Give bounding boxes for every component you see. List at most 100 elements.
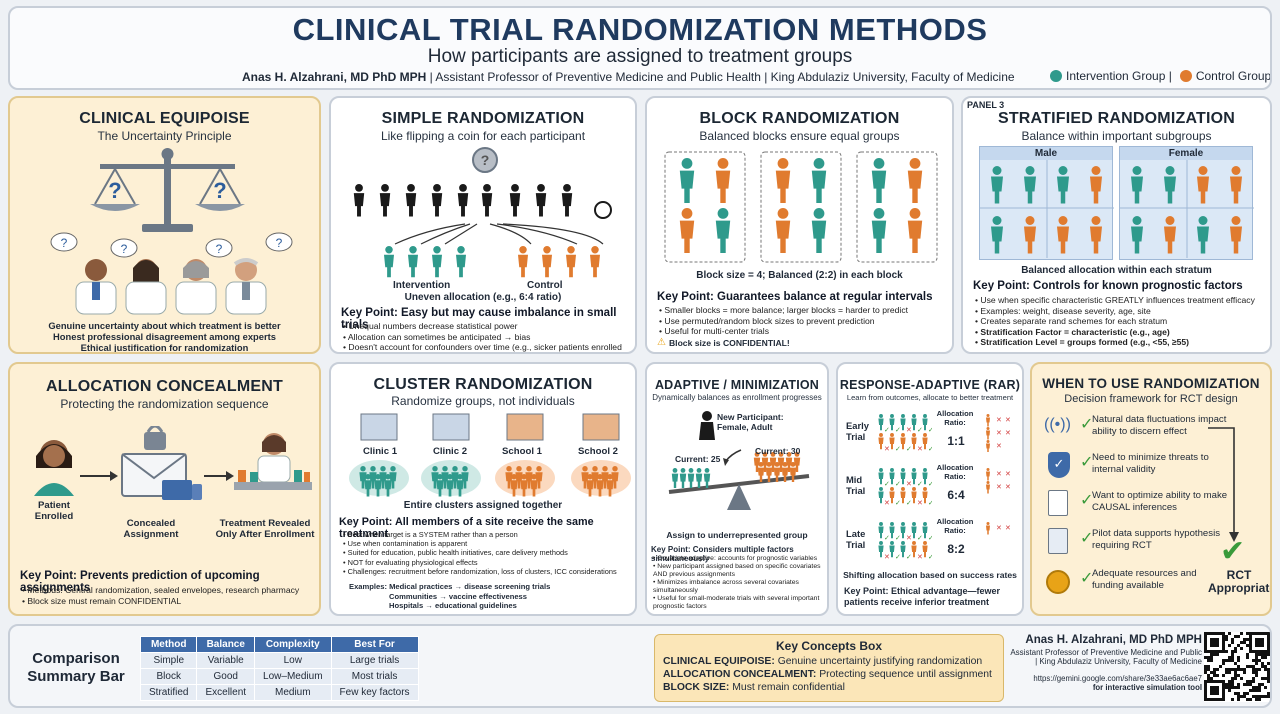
cross-icon: ✕ [1005,525,1011,532]
person-icon [457,184,469,217]
school-building-icon [506,413,544,441]
footer-affiliation-1: Assistant Professor of Preventive Medici… [1010,648,1202,657]
rar-stage-outcomes: ✕✕✕✕✕ [986,414,1011,452]
person-icon [911,433,917,450]
person-icon [781,462,789,482]
concealment-bullets: Methods: Central randomization, sealed e… [22,585,299,606]
person-icon [922,433,928,450]
check-icon: ✓ [906,446,912,452]
person-icon [900,468,906,485]
person-icon [679,158,695,203]
male-label: Male [980,147,1112,160]
cluster-bullet: Best when target is a SYSTEM rather than… [343,530,617,539]
concealment-flow-illustration [34,426,312,500]
stratified-balanced-label: Balanced allocation within each stratum [1021,265,1212,276]
when-item: ✓ Want to optimize ability to make CAUSA… [1044,490,1234,520]
person-icon [364,474,372,497]
person-icon [1230,166,1242,204]
cross-icon: ✕ [1005,417,1011,424]
rct-appropriate-label: RCT Appropriate [1208,568,1272,595]
cross-icon: ✕ [1005,471,1011,478]
check-icon: ✓ [1080,570,1094,587]
table-cell: Low–Medium [254,668,332,685]
rct-check-icon: ✔ [1220,535,1246,568]
cross-icon: ✕ [996,417,1002,424]
when-item: ✓ ✓ Need to minimize threats to internal… [1044,452,1234,482]
person-icon [991,216,1003,254]
cluster-site-label: School 2 [578,446,618,457]
check-icon: ✓ [928,427,932,434]
person-icon [907,208,923,253]
equipoise-panel: CLINICAL EQUIPOISE The Uncertainty Princ… [8,96,321,354]
cluster-bullet: Challenges: recruitment before randomiza… [343,567,617,576]
comparison-header-row: Method Balance Complexity Best For [139,636,419,653]
cross-icon: ✕ [996,525,1002,532]
group-legend: Intervention Group | Control Group [1050,69,1270,83]
person-icon [911,468,917,485]
person-icon [785,452,793,472]
concept-def: Must remain confidential [729,682,845,693]
simple-bullets: Unequal numbers decrease statistical pow… [343,321,635,352]
person-icon [911,414,917,431]
person-icon [542,246,552,278]
person-icon [986,427,990,440]
equipoise-line-3: Ethical justification for randomization [80,342,249,353]
table-cell: Most trials [330,668,419,685]
document-chart-icon [1048,490,1068,516]
person-icon [900,414,906,431]
check-icon: ✓ [928,481,932,488]
person-icon [581,466,589,489]
person-icon [535,184,547,217]
table-cell: Medium [254,684,332,701]
person-icon [889,414,895,431]
block-groups-illustration [664,151,938,263]
adaptive-bullet: Covariate adaptive: accounts for prognos… [653,555,823,563]
cluster-assigned-label: Entire clusters assigned together [403,500,563,511]
simple-bullet: Unequal numbers decrease statistical pow… [343,321,635,332]
person-icon [991,166,1003,204]
footer-url[interactable]: https://gemini.google.com/share/3e33ae6a… [1033,674,1202,683]
doctors-icon: ? ? ? ? [50,232,293,315]
cross-icon: ✕ [884,500,890,506]
person-icon [811,158,827,203]
person-icon [1197,216,1209,254]
seesaw-illustration [668,411,810,510]
person-icon [703,468,711,488]
stratified-subtitle: Balance within important subgroups [1021,129,1212,143]
treatment-revealed-label: Treatment Revealed Only After Enrollment [215,518,315,540]
person-icon [687,468,695,488]
equipoise-subtitle: The Uncertainty Principle [97,129,232,143]
coin-flip-illustration: ? [353,147,612,278]
check-icon: ✓ [1080,492,1094,509]
stratified-bullet: Use when specific characteristic GREATLY… [975,295,1254,306]
adaptive-bullet: Useful for small-moderate trials with se… [653,595,823,611]
wheelchair-icon [594,201,612,219]
person-icon [765,462,773,482]
person-icon [530,474,538,497]
person-icon [359,466,367,489]
qr-code-icon[interactable] [1204,632,1270,702]
when-panel: WHEN TO USE RANDOMIZATION Decision frame… [1030,362,1272,616]
allocation-arrow [420,223,471,245]
stage-name: Mid Trial [846,474,866,496]
cross-icon: ✕ [996,471,1002,478]
footer-url-note: for interactive simulation tool [1092,683,1202,692]
table-cell: Large trials [330,652,419,669]
check-icon: ✓ [884,481,890,488]
person-icon [889,522,895,539]
cluster-site-label: Clinic 2 [432,446,468,457]
person-icon [775,158,791,203]
cross-icon: ✕ [884,446,890,452]
person-icon [986,481,990,494]
author-name: Anas H. Alzahrani, MD PhD MPH [242,70,427,84]
person-icon [793,452,801,472]
check-icon: ✓ [895,446,901,452]
check-icon: ✓ [884,427,890,434]
female-stratum: Female [1119,146,1254,260]
when-title: WHEN TO USE RANDOMIZATION [1042,376,1260,391]
person-icon [379,184,391,217]
stratified-bullet: Stratification Level = groups formed (e.… [975,337,1255,348]
person-icon [1024,166,1036,204]
male-grid [980,160,1114,258]
check-icon: ✓ [1080,416,1094,433]
